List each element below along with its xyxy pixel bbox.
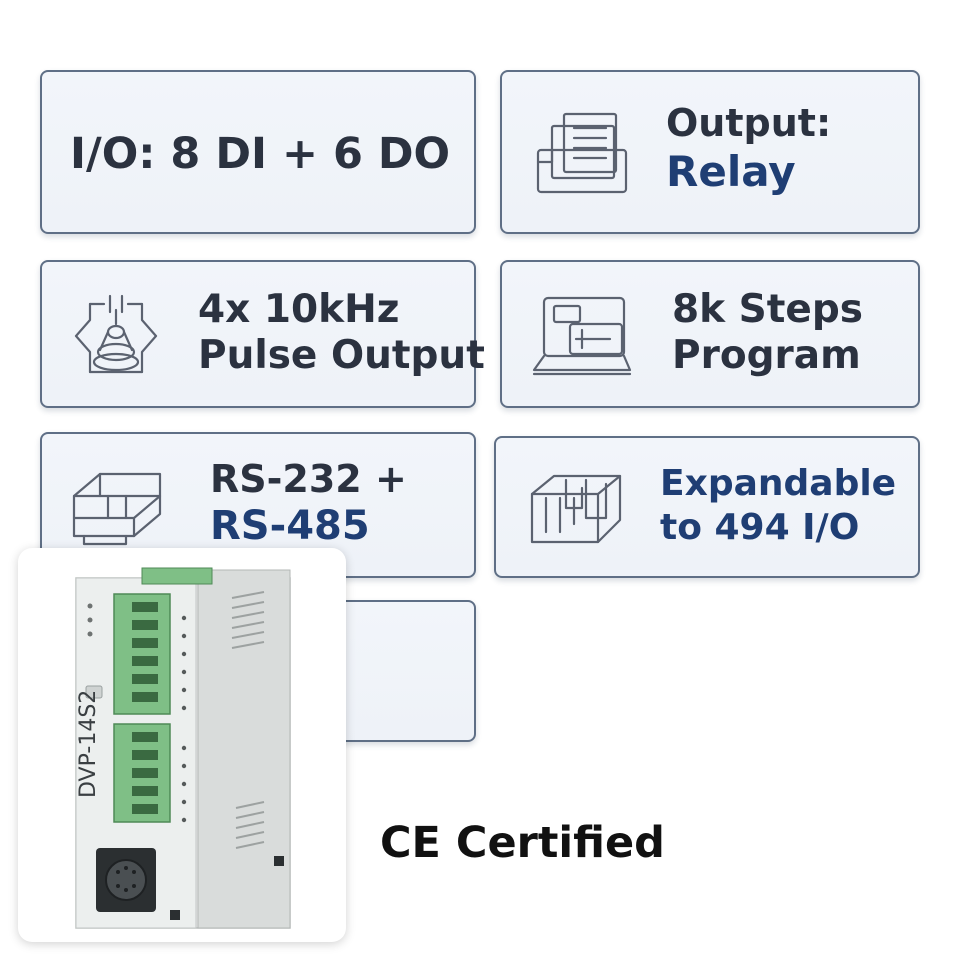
pulse-card: 4x 10kHz Pulse Output — [40, 260, 485, 408]
io-spec-text: I/O: 8 DI + 6 DO — [70, 129, 451, 179]
program-line2: Program — [672, 333, 861, 378]
pulse-module-icon — [70, 290, 162, 382]
ce-certified-label: CE Certified — [380, 818, 665, 868]
expand-line1: Expandable — [660, 463, 897, 504]
plc-model-label: DVP-14S2 — [76, 689, 101, 798]
io-card: I/O: 8 DI + 6 DO — [40, 70, 476, 234]
pulse-line2: Pulse Output — [198, 333, 485, 378]
output-value: Relay — [666, 147, 796, 196]
connector-port-icon — [70, 466, 170, 548]
pulse-line1: 4x 10kHz — [198, 287, 400, 332]
expansion-rack-icon — [526, 468, 626, 552]
expand-line2: to 494 I/O — [660, 507, 860, 548]
output-label: Output: — [666, 101, 832, 145]
document-stack-icon — [534, 110, 630, 196]
program-card: 8k Steps Program — [500, 260, 920, 408]
plc-module-illustration — [75, 567, 291, 929]
comm-line1: RS-232 + — [210, 457, 407, 501]
program-terminal-icon — [530, 294, 634, 378]
comm-line2: RS-485 — [210, 503, 370, 549]
expand-card: Expandable to 494 I/O — [494, 436, 920, 578]
output-card: Output: Relay — [500, 70, 920, 234]
plc-module-photo: DVP-14S2 — [18, 548, 346, 942]
program-line1: 8k Steps — [672, 287, 863, 332]
